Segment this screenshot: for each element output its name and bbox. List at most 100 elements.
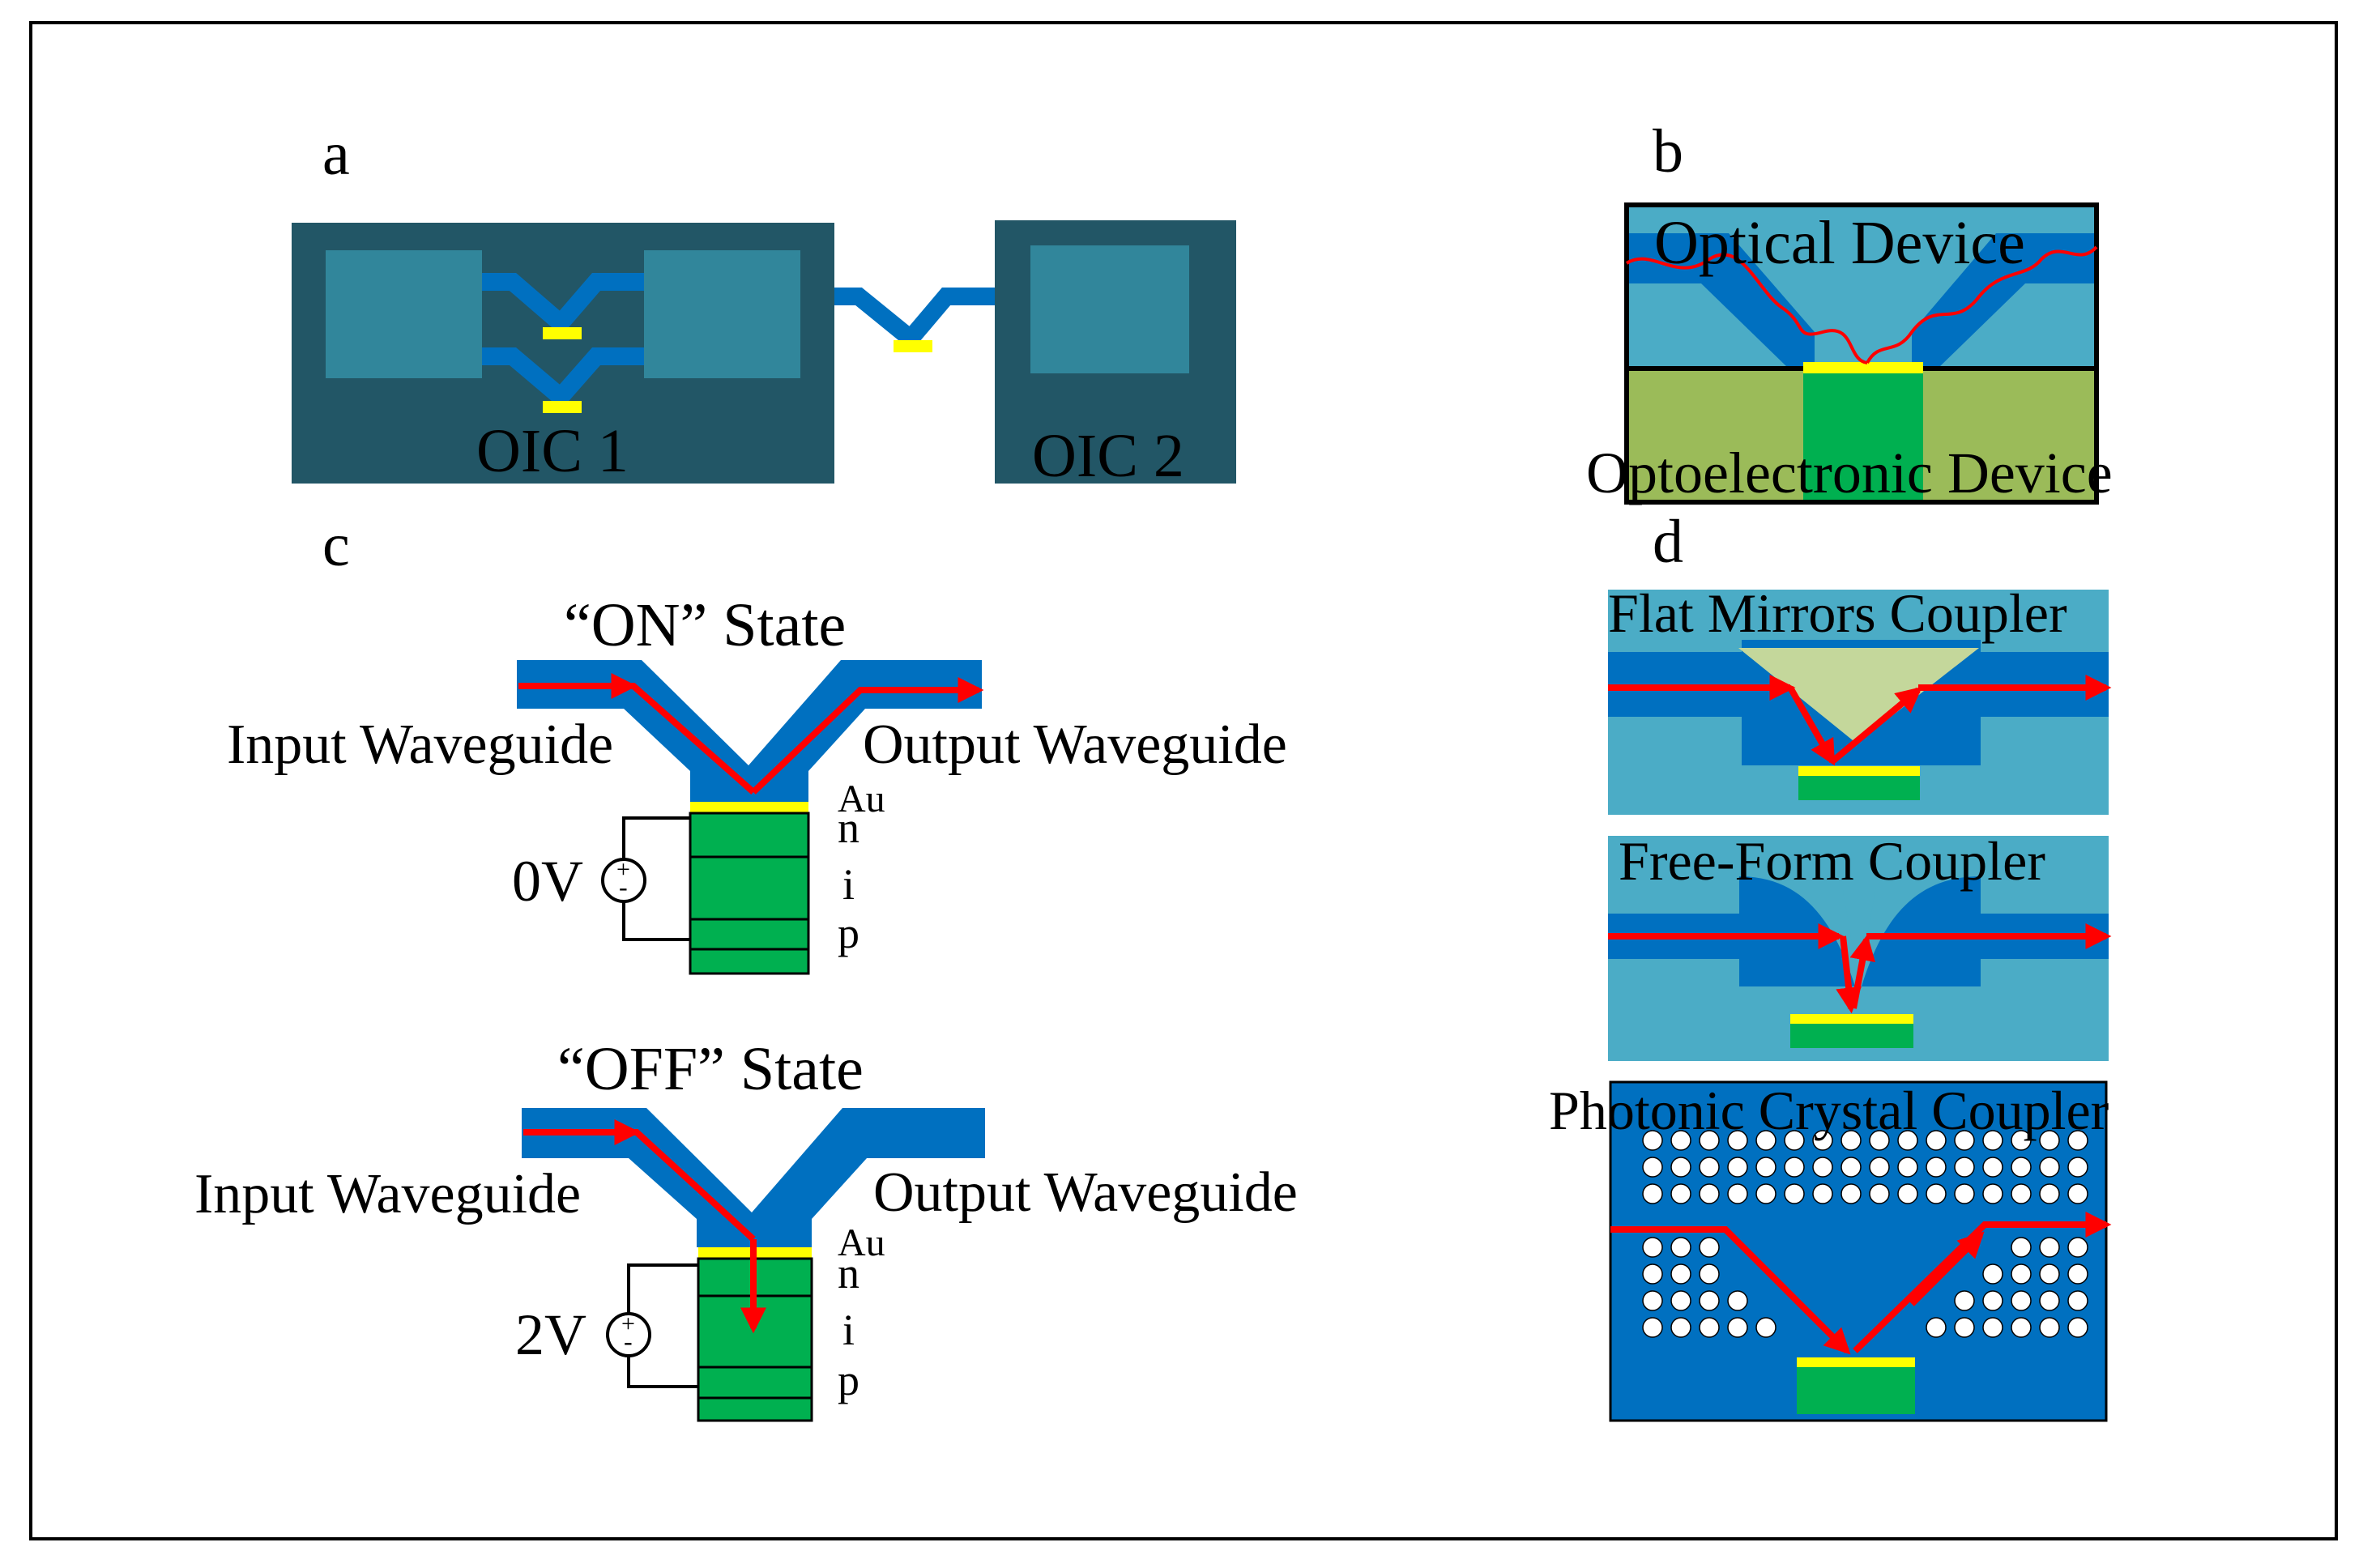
photonic-crystal-hole [1982,1130,2003,1151]
on-layer-au: Au [838,778,885,820]
on-voltage-source [601,858,646,903]
photonic-crystal-hole [1699,1130,1720,1151]
photonic-crystal-hole [2011,1263,2032,1285]
photonic-crystal-hole [1982,1157,2003,1178]
photonic-crystal-hole [1840,1183,1862,1204]
on-pin-stack [689,812,810,975]
photonic-crystal-hole [2011,1130,2032,1151]
photonic-crystal-hole [1699,1290,1720,1311]
photonic-crystal-hole [1784,1157,1805,1178]
photonic-crystal-holes [1642,1130,2088,1338]
flat-mirrors-coupler: Flat Mirrors Coupler [1608,582,2112,815]
photonic-crystal-hole [1897,1183,1918,1204]
photonic-crystal-hole [2039,1237,2060,1258]
oic1-waveguide-upper [482,273,644,336]
free-form-light-up [1849,934,1875,1009]
free-form-coupler: Free-Form Coupler [1608,830,2112,1061]
on-layer-n: n [838,803,859,852]
off-voltage-source [606,1312,651,1357]
photonic-crystal-hole [1954,1317,1975,1338]
flat-mirror-prism [1738,648,1979,744]
photonic-crystal-hole [2039,1157,2060,1178]
photonic-crystal-coupler: Photonic Crystal Coupler [1549,1080,2112,1422]
panel-label-d: d [1653,508,1683,576]
photonic-crystal-gold [1797,1357,1915,1367]
photonic-crystal-hole [2011,1183,2032,1204]
oic2-label: OIC 2 [1032,422,1184,490]
photonic-crystal-hole [1755,1183,1777,1204]
photonic-crystal-detector [1797,1361,1915,1414]
photonic-crystal-hole [1670,1237,1691,1258]
photonic-crystal-hole [1670,1263,1691,1285]
optoelectronic-device-label: Optoelectronic Device [1586,441,2113,505]
optical-device-label: Optical Device [1654,209,2025,277]
panel-label-b: b [1653,117,1683,185]
off-layer-au: Au [838,1221,885,1264]
on-layer-i: i [842,860,855,909]
free-form-gold [1790,1014,1913,1024]
photonic-crystal-label: Photonic Crystal Coupler [1549,1080,2109,1141]
optical-light-path-left [1625,253,1868,364]
off-voltage-plus: + [621,1310,635,1337]
photonic-crystal-hole [2039,1263,2060,1285]
photonic-crystal-hole [2039,1290,2060,1311]
photonic-crystal-light-up-arrow [1909,1231,1985,1306]
photonic-crystal-hole [1926,1183,1947,1204]
photonic-crystal-hole [2011,1237,2032,1258]
on-voltage-minus: - [619,872,628,901]
photonic-crystal-hole [2039,1183,2060,1204]
panel-label-c: c [322,511,350,579]
panel-label-a: a [322,120,350,188]
on-output-waveguide-label: Output Waveguide [863,714,1287,776]
photonic-crystal-hole [1755,1130,1777,1151]
panel-b: b Optical Device Optoelectronic Device [1586,117,2113,505]
optical-device-gold-layer [1803,362,1923,373]
off-voltage-label: 2V [515,1302,586,1367]
photonic-crystal-hole [2011,1290,2032,1311]
photonic-crystal-hole [1699,1157,1720,1178]
photonic-crystal-hole [1727,1157,1748,1178]
photonic-crystal-hole [1982,1263,2003,1285]
on-layer-p: p [838,909,859,957]
photonic-crystal-hole [1954,1290,1975,1311]
free-form-light-down [1836,935,1862,1014]
on-gold-layer [690,802,808,813]
photonic-crystal-hole [1699,1263,1720,1285]
oic1-detector-upper [543,327,582,339]
photonic-crystal-hole [1812,1130,1833,1151]
photonic-crystal-hole [1982,1183,2003,1204]
panel-c: c “ON” State Input Waveguide Output Wave… [194,511,1298,1422]
panel-d: d Flat Mirrors Coupler Free-Form Co [1549,508,2112,1422]
photonic-crystal-hole [1812,1157,1833,1178]
photonic-crystal-hole [1784,1183,1805,1204]
off-layer-p: p [838,1356,859,1404]
off-state-title: “OFF” State [557,1035,864,1103]
photonic-crystal-hole [2067,1290,2088,1311]
on-voltage-label: 0V [512,849,583,914]
photonic-crystal-light-out [1853,1212,2112,1353]
photonic-crystal-hole [1755,1157,1777,1178]
off-input-waveguide-label: Input Waveguide [194,1163,581,1225]
photonic-crystal-hole [1727,1130,1748,1151]
optical-light-path-right [1866,245,2098,364]
photonic-crystal-hole [2039,1130,2060,1151]
photonic-crystal-hole [1982,1317,2003,1338]
photonic-crystal-hole [1755,1317,1777,1338]
photonic-crystal-hole [2067,1130,2088,1151]
photonic-crystal-hole [1642,1317,1663,1338]
photonic-crystal-hole [2067,1317,2088,1338]
on-light-path-out [751,677,984,795]
photonic-crystal-hole [2011,1157,2032,1178]
photonic-crystal-hole [1897,1130,1918,1151]
photonic-crystal-hole [1699,1183,1720,1204]
photonic-crystal-hole [1727,1183,1748,1204]
optoelectronic-detector [1803,369,1923,502]
photonic-crystal-hole [1727,1290,1748,1311]
photonic-crystal-hole [1897,1157,1918,1178]
photonic-crystal-hole [2067,1263,2088,1285]
panel-a: a OIC 1 OIC 2 [292,120,1236,490]
photonic-crystal-hole [1784,1130,1805,1151]
off-output-waveguide-label: Output Waveguide [873,1161,1298,1224]
photonic-crystal-hole [1642,1290,1663,1311]
